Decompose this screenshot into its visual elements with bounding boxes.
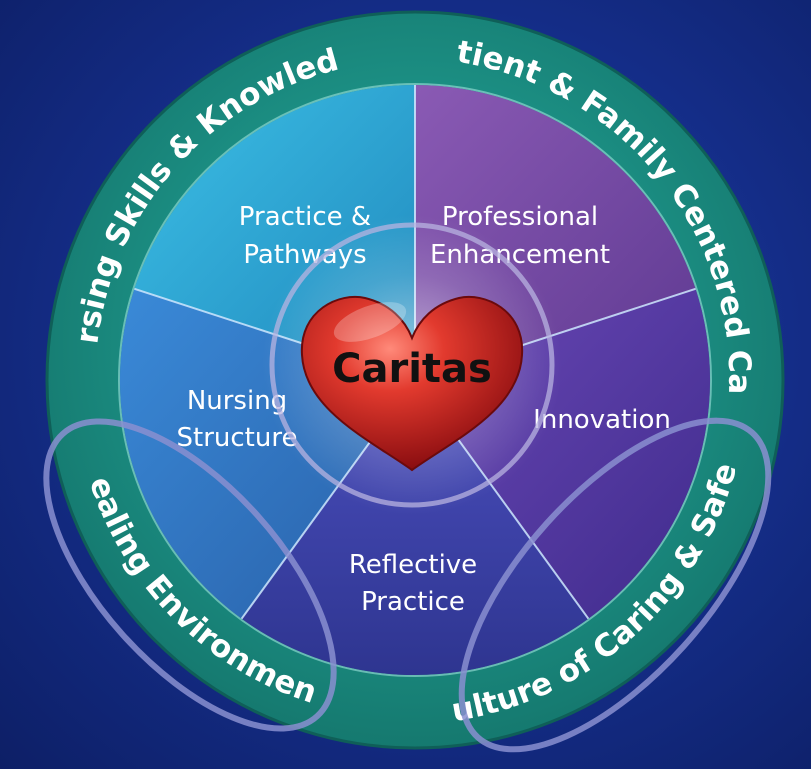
label-innovation: Innovation (533, 405, 671, 435)
label-practice-line1: Practice & (239, 202, 371, 232)
label-reflective-line2: Practice (361, 587, 465, 617)
oval-culture-caring (458, 417, 772, 753)
center-label-caritas: Caritas (332, 346, 492, 392)
heart-highlight (333, 302, 407, 342)
inner-ring-edge (118, 83, 712, 677)
heart-icon (300, 295, 524, 472)
oval-healing-environment (43, 418, 337, 732)
segment-reflective-practice (241, 380, 589, 676)
center-halo-ring (269, 222, 555, 508)
label-reflective-line1: Reflective (349, 550, 477, 580)
